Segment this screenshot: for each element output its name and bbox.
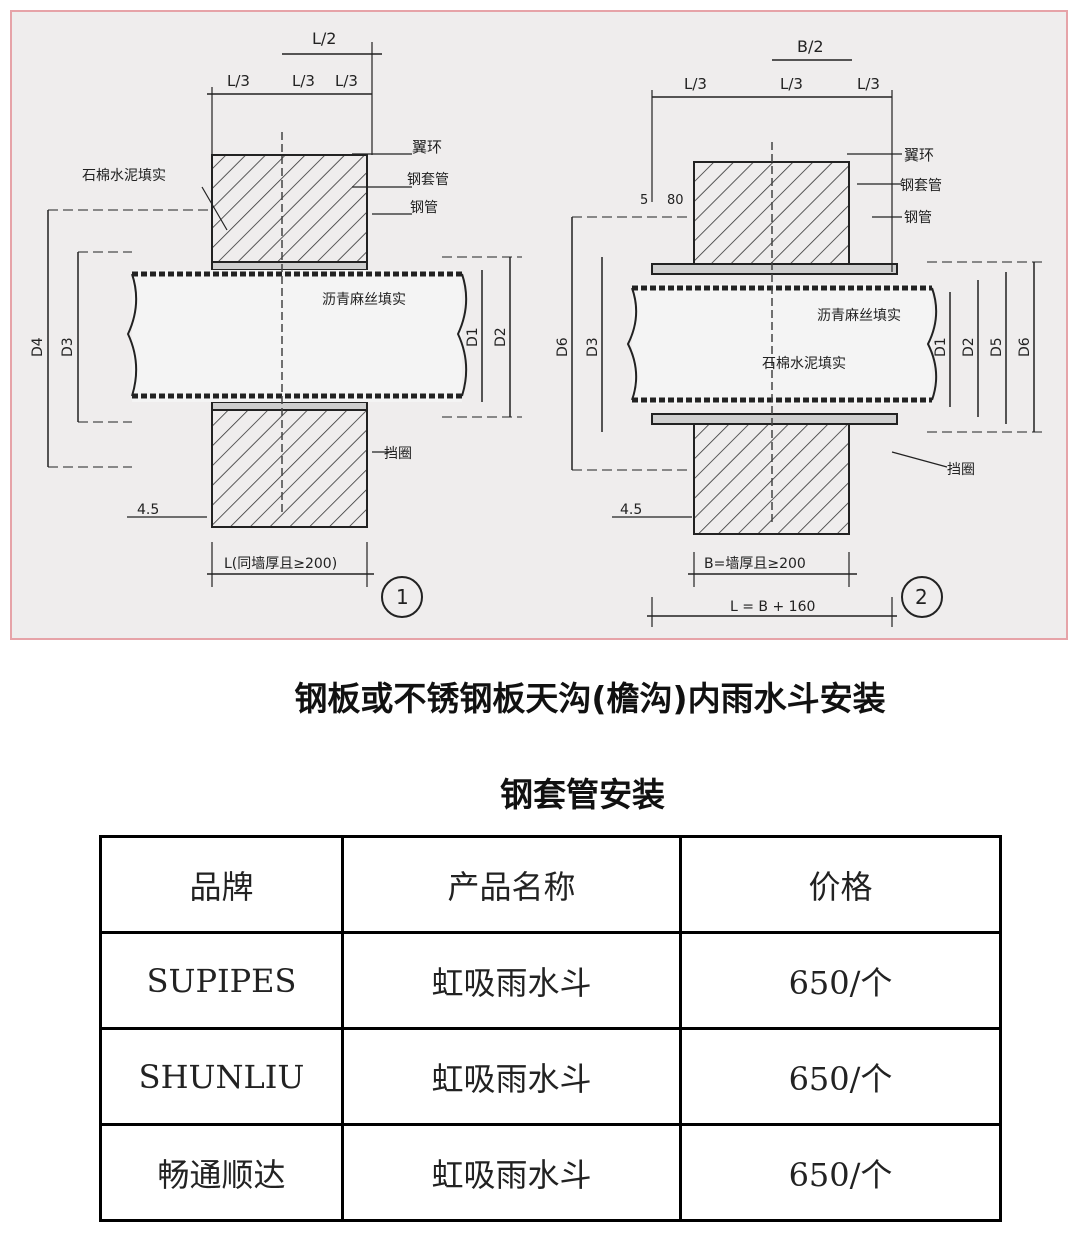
label-asbestos: 石棉水泥填实 xyxy=(82,167,166,184)
weld-size: 4.5 xyxy=(137,502,159,518)
dim-d4: D4 xyxy=(30,337,46,357)
table-row: 畅通顺达 虹吸雨水斗 650/个 xyxy=(99,1123,1002,1222)
label-steel-pipe-right: 钢管 xyxy=(904,210,932,226)
dim-d2-right: D2 xyxy=(961,337,977,357)
dim-five: 5 xyxy=(640,193,648,208)
dim-l3-b: L/3 xyxy=(292,72,315,90)
header-price: 价格 xyxy=(679,835,1002,934)
cell-price: 650/个 xyxy=(679,931,1002,1030)
table-header-row: 品牌 产品名称 价格 xyxy=(99,835,1002,934)
dim-d2: D2 xyxy=(493,327,509,347)
price-table: 品牌 产品名称 价格 SUPIPES 虹吸雨水斗 650/个 SHUNLIU 虹… xyxy=(99,835,1002,1222)
label-steel-pipe: 钢管 xyxy=(410,200,438,216)
l-note: L = B + 160 xyxy=(730,599,815,615)
cell-product-name: 虹吸雨水斗 xyxy=(341,1027,682,1126)
cell-brand: SHUNLIU xyxy=(99,1027,344,1126)
dim-l3-c: L/3 xyxy=(335,72,358,90)
cell-price: 650/个 xyxy=(679,1027,1002,1126)
figure-number-1: 1 xyxy=(396,585,409,609)
header-brand: 品牌 xyxy=(99,835,344,934)
dim-l3-c-right: L/3 xyxy=(857,75,880,93)
dim-l-half: L/2 xyxy=(312,29,336,48)
dim-d6-right: D6 xyxy=(1017,337,1033,357)
cell-brand: SUPIPES xyxy=(99,931,344,1030)
dim-d6-left: D6 xyxy=(555,337,571,357)
drawing-2: B/2 L/3 L/3 L/3 翼环 钢套管 钢管 沥青麻丝填实 石棉水泥填实 … xyxy=(555,37,1042,627)
label-retainer: 挡圈 xyxy=(384,446,412,462)
label-retainer-right: 挡圈 xyxy=(947,462,975,478)
table-row: SUPIPES 虹吸雨水斗 650/个 xyxy=(99,931,1002,1030)
section-subtitle: 钢套管安装 xyxy=(500,775,665,814)
cell-product-name: 虹吸雨水斗 xyxy=(341,1123,682,1222)
label-wing-ring-right: 翼环 xyxy=(904,146,934,164)
cell-brand: 畅通顺达 xyxy=(99,1123,344,1222)
header-product-name: 产品名称 xyxy=(341,835,682,934)
b-note: B=墙厚且≥200 xyxy=(704,556,806,572)
label-hemp: 沥青麻丝填实 xyxy=(322,292,406,308)
dim-d3-right: D3 xyxy=(585,337,601,357)
label-asbestos-right: 石棉水泥填实 xyxy=(762,355,846,372)
dim-l3-a: L/3 xyxy=(227,72,250,90)
label-hemp-right: 沥青麻丝填实 xyxy=(817,308,901,324)
installation-drawing: L/2 L/3 L/3 L/3 翼环 钢套管 钢管 石棉水泥填实 沥青麻丝填实 … xyxy=(10,10,1068,640)
label-steel-sleeve: 钢套管 xyxy=(407,172,449,188)
dim-d1-right: D1 xyxy=(933,337,949,357)
length-note: L(同墙厚且≥200) xyxy=(224,556,337,572)
dim-d5-right: D5 xyxy=(989,337,1005,357)
drawing-1: L/2 L/3 L/3 L/3 翼环 钢套管 钢管 石棉水泥填实 沥青麻丝填实 … xyxy=(30,29,522,618)
label-wing-ring: 翼环 xyxy=(412,138,442,156)
dim-d3: D3 xyxy=(60,337,76,357)
drawing-canvas: L/2 L/3 L/3 L/3 翼环 钢套管 钢管 石棉水泥填实 沥青麻丝填实 … xyxy=(30,29,1042,627)
dim-l3-a-right: L/3 xyxy=(684,75,707,93)
cell-price: 650/个 xyxy=(679,1123,1002,1222)
figure-number-2: 2 xyxy=(915,585,928,609)
cell-product-name: 虹吸雨水斗 xyxy=(341,931,682,1030)
table-row: SHUNLIU 虹吸雨水斗 650/个 xyxy=(99,1027,1002,1126)
label-steel-sleeve-right: 钢套管 xyxy=(900,178,942,194)
drawing-title: 钢板或不锈钢板天沟(檐沟)内雨水斗安装 xyxy=(294,679,886,718)
dim-d1: D1 xyxy=(465,327,481,347)
dim-l3-b-right: L/3 xyxy=(780,75,803,93)
dim-eighty: 80 xyxy=(667,193,684,208)
dim-b-half: B/2 xyxy=(797,37,824,56)
weld-size-right: 4.5 xyxy=(620,502,642,518)
